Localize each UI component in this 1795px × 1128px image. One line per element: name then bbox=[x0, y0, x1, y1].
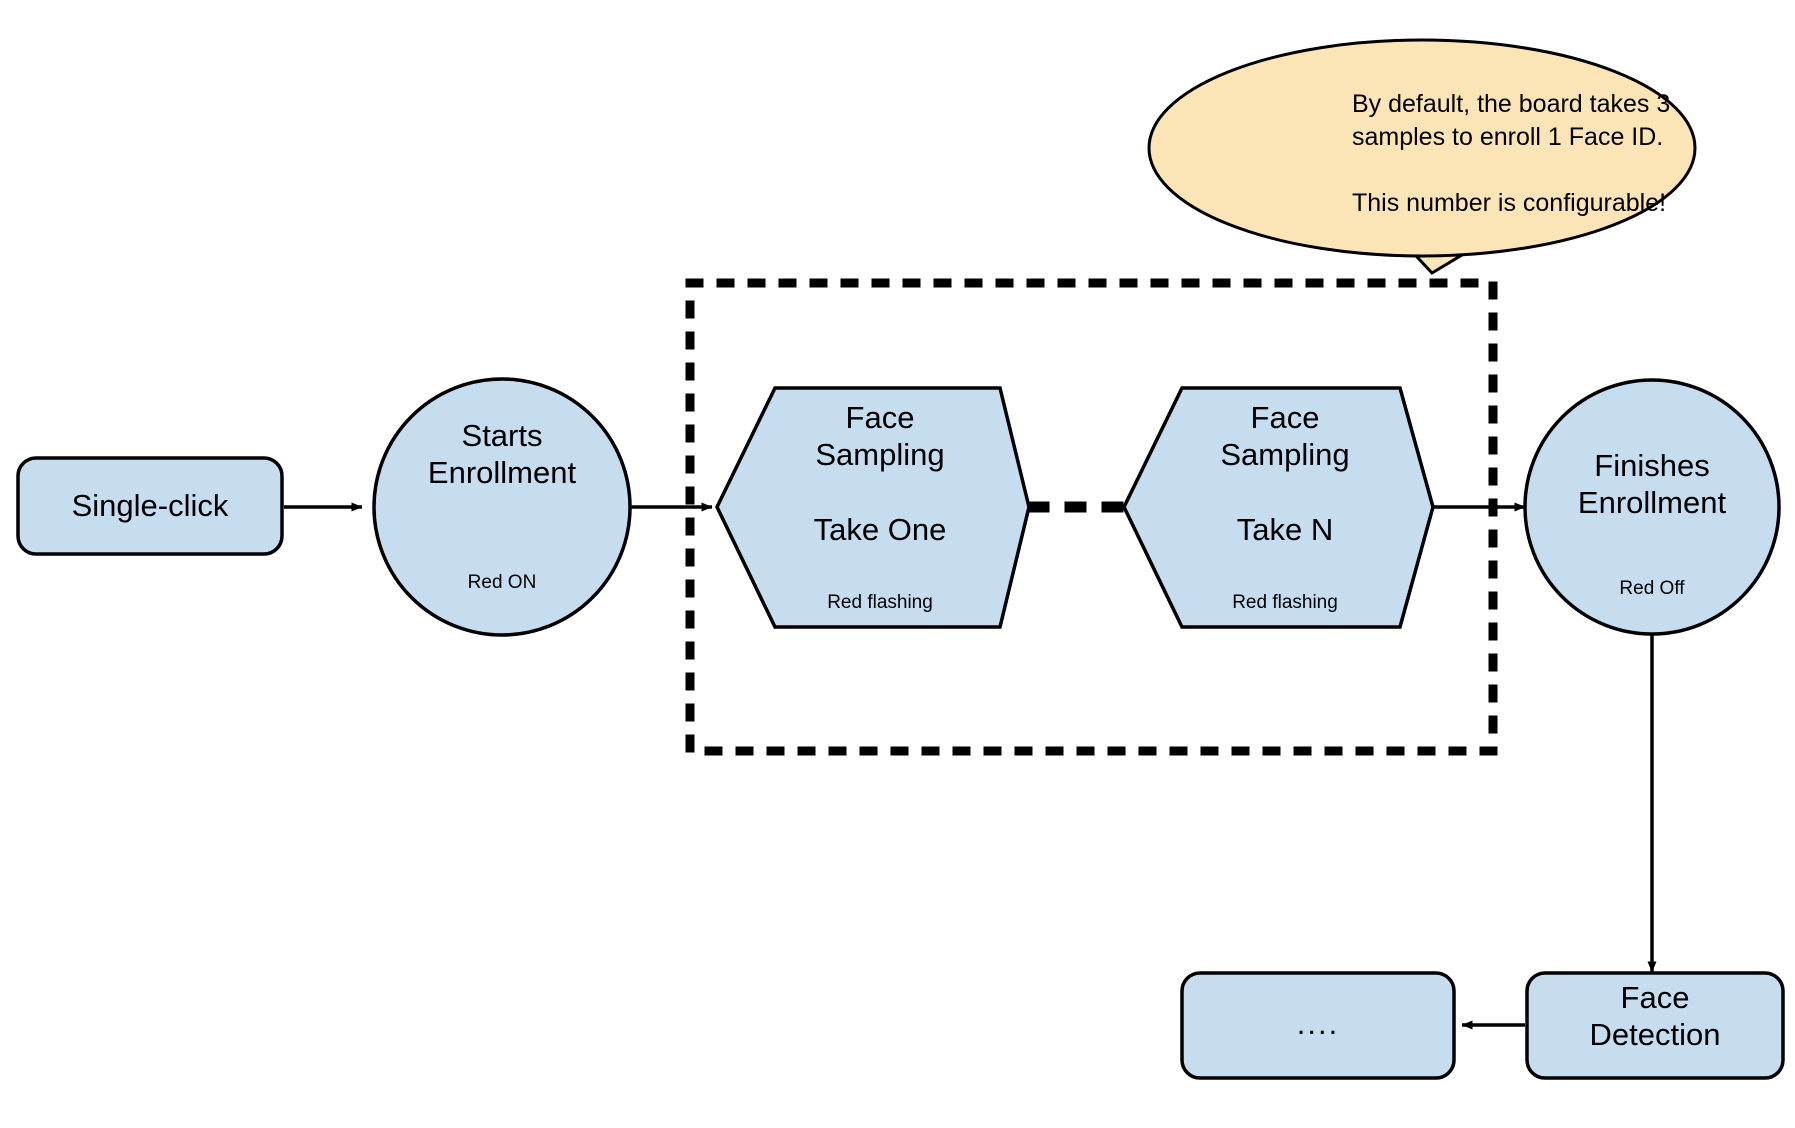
node-single-click-shape[interactable] bbox=[16, 456, 284, 556]
node-ellipsis-box-shape[interactable] bbox=[1180, 971, 1456, 1080]
node-finishes-enrollment-shape[interactable] bbox=[1523, 378, 1781, 636]
node-face-detection-shape[interactable] bbox=[1525, 971, 1785, 1080]
callout-bubble-shape bbox=[1147, 38, 1697, 258]
node-starts-enrollment-shape[interactable] bbox=[372, 377, 632, 637]
node-face-sampling-n-shape[interactable] bbox=[1122, 386, 1435, 629]
sampling-loop-group-box bbox=[685, 278, 1498, 756]
node-face-sampling-one-shape[interactable] bbox=[715, 386, 1031, 629]
callout-seam-mask bbox=[1391, 227, 1481, 248]
